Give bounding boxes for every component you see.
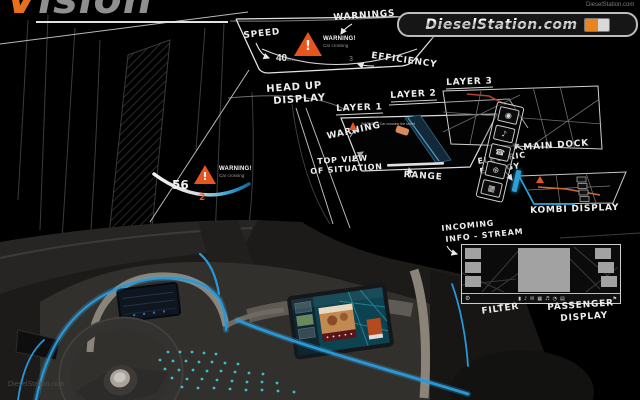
flag-badge-icon [583,17,610,32]
main-content-tile[interactable] [518,248,570,292]
instrument-cluster-screen [116,282,182,323]
dock-glyph: ♪ [500,128,508,139]
filter-clock-icon[interactable]: ◔ [552,295,557,302]
filter-list-icon[interactable]: ▤ [559,295,565,302]
filter-item-icon[interactable]: ▮ [518,295,521,302]
hud-speed-value: 40km/h [276,53,296,64]
gauge-warning-triangle-icon: ! [194,162,216,184]
phone-icon[interactable]: ☎ [488,142,512,162]
road-strip [404,114,452,164]
center-touch-display[interactable] [286,283,394,360]
efficiency-arrow [356,62,375,69]
flag-icon[interactable]: ⚑ [612,295,617,302]
blue-accent-strips [17,252,470,400]
dash-led-dots [158,350,296,394]
filter-mail-icon[interactable]: ✉ [530,295,535,302]
dieselstation-logo-text: DieselStation.com [425,16,578,33]
gauge-warning-title: WARNING! [219,166,252,172]
vision-logo: Vision [0,0,240,25]
layer1-warning-text: WARNING! Car crossing the street [361,122,415,126]
layer3-label: LAYER 3 [446,76,493,88]
hud-speed-unit: km/h [287,57,296,62]
info-stream-tile[interactable] [465,248,481,259]
hud-warning-title: WARNING! [323,36,356,42]
app-tile[interactable] [366,317,384,340]
kombi-display-sketch [518,171,627,205]
steering-wheel [58,316,184,400]
passenger-display: ⚙ ▮ ♪ ✉ ▦ ♬ ◔ ▤ ⚑ [461,244,621,304]
info-stream-tile[interactable] [595,248,611,259]
vision-v: V [6,0,38,23]
info-stream-tile[interactable] [465,276,481,287]
top-view-arrow [351,151,364,162]
filter-grid-icon[interactable]: ▦ [537,295,543,302]
filter-media-icon[interactable]: ♬ [545,295,550,302]
passenger-filter-bar: ⚙ ▮ ♪ ✉ ▦ ♬ ◔ ▤ ⚑ [462,293,620,303]
incoming-arrow [446,245,459,256]
settings-icon[interactable]: ⊕ [484,160,508,180]
radio-grid-icon[interactable]: ▦ [480,178,503,199]
vision-rest: ision [38,0,153,23]
music-icon[interactable]: ♪ [492,124,516,144]
dock-glyph: ◉ [504,110,513,121]
kombi-route-line [537,186,601,196]
hud-warning-triangle-icon: ! [294,29,322,56]
navigation-disc-icon[interactable]: ◉ [497,105,520,126]
watermark-text: DieselStation.com [8,381,65,388]
info-stream-tile[interactable] [601,276,617,287]
layer1-sketch [335,112,498,172]
layer3-sketch [442,85,603,150]
car-marker [395,125,410,136]
dieselstation-logo: DieselStation.com [397,12,638,37]
corner-brand-text: DieselStation.com [586,2,635,8]
info-stream-tile[interactable] [598,262,614,273]
hud-warning-bang: ! [305,39,311,54]
kombi-warning-icon [536,176,544,183]
warnings-arrow [340,23,353,35]
filter-music-icon[interactable]: ♪ [523,295,528,302]
speed-arrow [255,42,271,60]
gear-icon[interactable]: ⚙ [465,295,471,302]
dock-glyph: ☎ [494,146,506,158]
hud-gauge-arc [152,172,251,197]
gauge-warning-subtitle: Car crossing [219,173,245,178]
gauge-warning-bang: ! [202,170,208,183]
gauge-gear-value: 2 [199,193,206,203]
cluster-hood-trim [86,272,230,353]
range-bar [387,162,445,167]
filter-icon-row: ▮ ♪ ✉ ▦ ♬ ◔ ▤ [518,296,565,302]
dock-glyph: ▦ [486,183,497,194]
hud-efficiency-value: 3 [349,56,353,63]
gauge-speed-value: 56 [172,178,189,192]
layer1-label: LAYER 1 [336,102,383,114]
dock-glyph: ⊕ [491,165,501,176]
hud-warning-subtitle: Car crossing [323,43,349,48]
info-stream-tile[interactable] [465,262,481,273]
layer1-warning-triangle-icon [349,119,357,130]
vision-underline [36,21,228,23]
